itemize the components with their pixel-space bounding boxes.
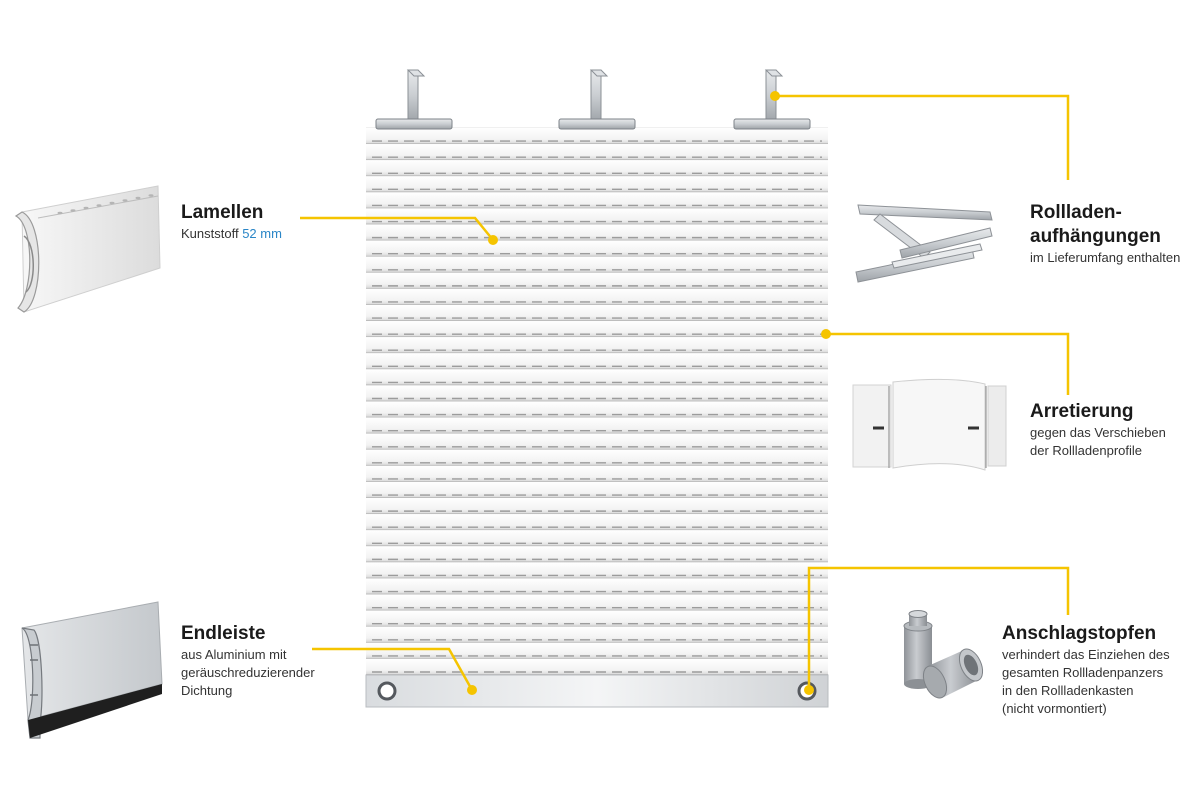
slat [366, 321, 828, 338]
callout-line-arretierung [826, 332, 1070, 395]
slat [366, 192, 828, 209]
lamellen-title: Lamellen [181, 202, 264, 223]
callout-lines [300, 94, 1070, 691]
callout-line-anschlag [807, 566, 1070, 690]
end-bar [365, 674, 829, 708]
slat [366, 304, 828, 322]
callout-dot-arretierung [821, 329, 831, 339]
callout-dot-aufhaengungen [770, 91, 780, 101]
slat [366, 562, 828, 579]
slat [366, 128, 828, 145]
profile-hole [135, 196, 141, 200]
slat [366, 160, 828, 177]
slat [366, 514, 828, 531]
slat [366, 546, 828, 563]
arretierung-detail-image [852, 378, 1007, 471]
aufhaengungen-title-line2: aufhängungen [1030, 226, 1161, 247]
shutter-panel [365, 127, 829, 708]
slat [366, 224, 828, 241]
label-endleiste: Endleiste aus Aluminium mit geräuschredu… [181, 622, 315, 700]
anschlagstopfen-desc-line1: verhindert das Einziehen des [1002, 647, 1170, 662]
slat [366, 498, 828, 515]
arretierung-title: Arretierung [1030, 401, 1134, 422]
arretierung-desc-line1: gegen das Verschieben [1030, 425, 1166, 440]
endleiste-desc-line2: geräuschreduzierender [181, 665, 315, 680]
hanger-group [375, 69, 811, 130]
callout-dot-lamellen [488, 235, 498, 245]
slat [366, 208, 828, 225]
end-bar-hole-left [377, 681, 397, 701]
profile-hole [148, 194, 154, 197]
profile-hole [83, 206, 89, 210]
slat [366, 530, 828, 547]
slat [366, 337, 828, 354]
anschlagstopfen-desc-line4: (nicht vormontiert) [1002, 701, 1107, 716]
slat [366, 144, 828, 161]
hanger [375, 69, 453, 130]
slat [366, 417, 828, 434]
label-lamellen: Lamellen Kunststoff 52 mm [181, 201, 282, 243]
hanger-detail-image [855, 204, 993, 283]
slat [366, 433, 828, 450]
slat [366, 578, 828, 595]
anschlagstopfen-desc-line3: in den Rollladenkasten [1002, 683, 1134, 698]
slat [366, 401, 828, 418]
slat-group [366, 128, 828, 675]
hanger [558, 69, 636, 130]
lamellen-material: Kunststoff [181, 226, 239, 241]
slat [366, 481, 828, 499]
endleiste-title: Endleiste [181, 623, 266, 644]
aufhaengungen-title-line1: Rollladen- [1030, 202, 1122, 223]
slat [366, 610, 828, 627]
lamellen-size: 52 mm [242, 226, 282, 241]
slat [366, 288, 828, 305]
slat [366, 353, 828, 370]
callout-dots [467, 91, 831, 695]
slat [366, 626, 828, 643]
slat [366, 449, 828, 466]
profile-hole [122, 199, 128, 202]
lamelle-holes [57, 194, 154, 215]
label-anschlagstopfen: Anschlagstopfen verhindert das Einziehen… [1002, 622, 1170, 718]
anschlagstopfen-title: Anschlagstopfen [1002, 623, 1157, 644]
anschlagstopfen-desc-line2: gesamten Rollladenpanzers [1002, 665, 1164, 680]
profile-hole [70, 209, 76, 212]
slat [366, 240, 828, 257]
callout-dot-endleiste [467, 685, 477, 695]
slat [366, 256, 828, 273]
profile-hole [96, 204, 102, 207]
slat [366, 594, 828, 611]
profile-hole [57, 211, 63, 215]
aufhaengungen-desc: im Lieferumfang enthalten [1030, 250, 1181, 265]
slat [366, 176, 828, 193]
slat [366, 658, 828, 675]
endleiste-desc-line1: aus Aluminium mit [181, 647, 287, 662]
profile-hole [109, 201, 115, 205]
arretierung-desc-line2: der Rollladenprofile [1030, 443, 1143, 458]
lamellen-desc: Kunststoff 52 mm [181, 225, 282, 243]
slat [366, 642, 828, 659]
lamelle-profile-image [14, 185, 161, 313]
slat [366, 272, 828, 289]
callout-line-lamellen [300, 216, 494, 241]
callout-dot-anschlag [804, 685, 814, 695]
slat [366, 465, 828, 482]
callout-line-endleiste [312, 647, 474, 691]
label-arretierung: Arretierung gegen das Verschieben der Ro… [1030, 400, 1166, 460]
endleiste-profile-image [21, 601, 163, 739]
slat [366, 385, 828, 402]
endleiste-desc-line3: Dichtung [181, 683, 233, 698]
callout-line-aufhaengungen [775, 94, 1070, 180]
slat [366, 369, 828, 386]
anschlagstopfen-image [903, 610, 984, 699]
label-aufhaengungen: Rollladen- aufhängungen im Lieferumfang … [1030, 201, 1180, 267]
